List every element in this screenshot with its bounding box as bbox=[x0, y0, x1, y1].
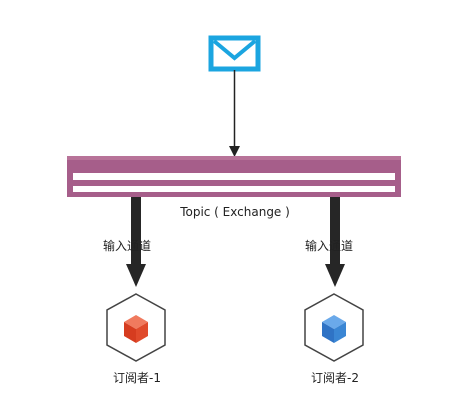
exchange-label: Topic ( Exchange ) bbox=[180, 205, 290, 219]
exchange-bar bbox=[67, 156, 401, 197]
subscriber-2-label: 订阅者-2 bbox=[311, 371, 359, 385]
channel-arrow-left bbox=[126, 197, 146, 287]
subscriber-1-label: 订阅者-1 bbox=[113, 371, 161, 385]
channel-label-left: 输入通道 bbox=[103, 239, 152, 253]
envelope-icon bbox=[208, 35, 261, 72]
channel-arrow-right bbox=[325, 197, 345, 287]
message-arrow bbox=[229, 70, 240, 157]
subscriber-1-cube-icon bbox=[106, 293, 166, 362]
subscriber-2-cube-icon bbox=[304, 293, 364, 362]
channel-label-right: 输入通道 bbox=[305, 239, 354, 253]
